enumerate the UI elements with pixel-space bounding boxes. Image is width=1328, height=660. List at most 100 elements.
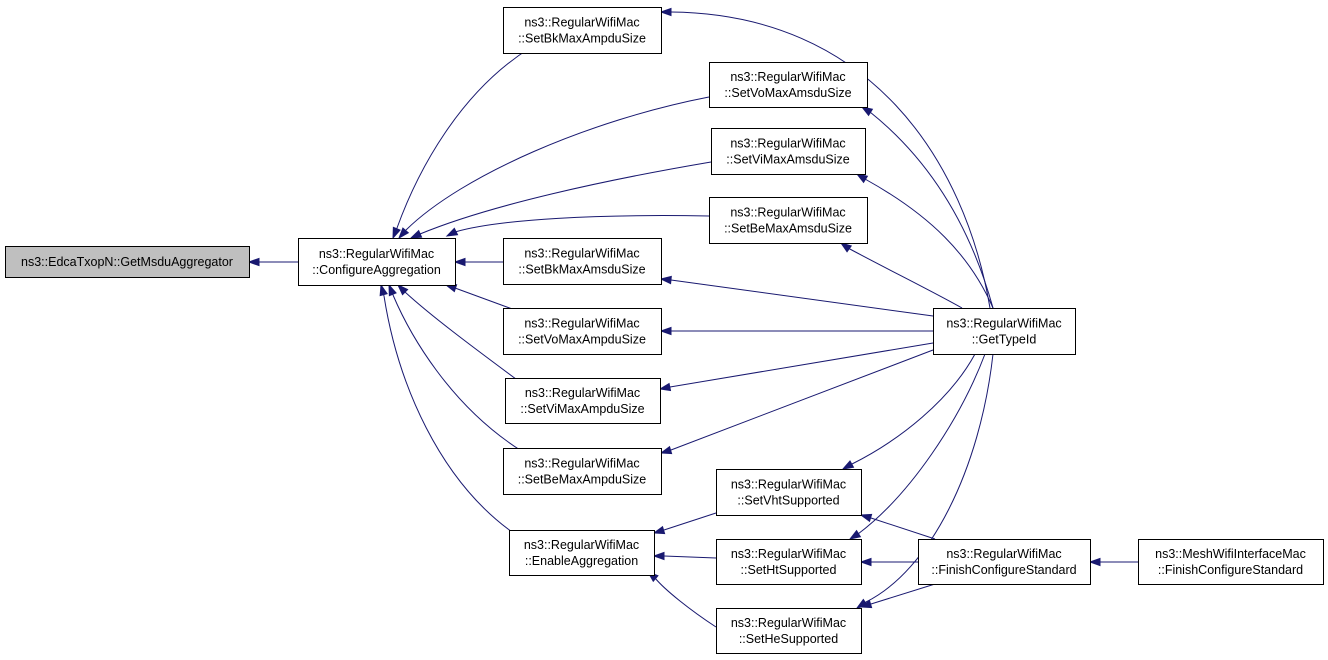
edge-line	[663, 512, 717, 531]
arrowhead-icon	[839, 242, 853, 253]
node-box	[716, 539, 862, 585]
node-setbeamsdu[interactable]: ns3::RegularWifiMac::SetBeMaxAmsduSize	[709, 197, 868, 244]
edge-gettypeid-to-setvoamsdu	[860, 106, 994, 309]
node-label-line: ns3::RegularWifiMac	[524, 457, 639, 471]
edge-setbkamsdu-to-configagg	[453, 257, 503, 267]
node-box	[716, 469, 862, 516]
edge-line	[405, 96, 710, 231]
node-finishcfg[interactable]: ns3::RegularWifiMac::FinishConfigureStan…	[918, 539, 1091, 585]
edge-line	[396, 47, 531, 229]
edges-layer	[247, 7, 1138, 628]
node-box	[1138, 539, 1324, 585]
node-label-line: ns3::RegularWifiMac	[730, 206, 845, 220]
edge-setvoamsdu-to-configagg	[398, 96, 710, 240]
node-setbkampdu[interactable]: ns3::RegularWifiMac::SetBkMaxAmpduSize	[503, 7, 662, 54]
node-label-line: ns3::RegularWifiMac	[525, 386, 640, 400]
edge-gettypeid-to-setbeampdu	[659, 349, 934, 455]
node-setvht[interactable]: ns3::RegularWifiMac::SetVhtSupported	[716, 469, 862, 516]
edge-sethe-to-enableagg	[646, 571, 717, 628]
edge-line	[864, 178, 994, 309]
edge-setbeampdu-to-configagg	[388, 283, 521, 451]
node-setviamsdu[interactable]: ns3::RegularWifiMac::SetViMaxAmsduSize	[711, 128, 866, 175]
node-box	[918, 539, 1091, 585]
edge-gettypeid-to-setvht	[841, 353, 976, 470]
edge-gettypeid-to-setbeamsdu	[839, 242, 963, 309]
node-label-line: ::ConfigureAggregation	[312, 263, 441, 277]
node-label-line: ::SetVoMaxAmsduSize	[724, 86, 851, 100]
arrowhead-icon	[398, 227, 410, 240]
node-label-line: ns3::RegularWifiMac	[319, 247, 434, 261]
arrowhead-icon	[848, 529, 862, 540]
arrowhead-icon	[659, 7, 672, 17]
node-setbkamsdu[interactable]: ns3::RegularWifiMac::SetBkMaxAmsduSize	[503, 238, 662, 285]
edge-line	[383, 295, 513, 533]
node-label-line: ns3::RegularWifiMac	[524, 317, 639, 331]
node-label-line: ::SetBeMaxAmsduSize	[724, 222, 852, 236]
edge-gettypeid-to-setht	[848, 353, 986, 540]
edge-line	[670, 11, 991, 309]
node-label-line: ns3::RegularWifiMac	[731, 616, 846, 630]
edge-line	[869, 111, 994, 309]
edge-line	[392, 294, 521, 451]
node-setvoamsdu[interactable]: ns3::RegularWifiMac::SetVoMaxAmsduSize	[709, 62, 868, 108]
arrowhead-icon	[841, 460, 855, 470]
edge-line	[404, 291, 521, 383]
node-box	[5, 246, 250, 278]
arrowhead-icon	[859, 557, 872, 567]
node-label-line: ::EnableAggregation	[525, 554, 638, 568]
edge-line	[419, 161, 712, 235]
node-meshfinish[interactable]: ns3::MeshWifiInterfaceMac::FinishConfigu…	[1138, 539, 1324, 585]
node-box	[933, 308, 1076, 355]
edge-line	[654, 577, 717, 628]
arrowhead-icon	[659, 445, 673, 455]
arrowhead-icon	[659, 326, 672, 336]
edge-gettypeid-to-setbkamsdu	[659, 275, 934, 317]
edge-gettypeid-to-setvoampdu	[659, 326, 933, 336]
edge-enableagg-to-configagg	[379, 283, 513, 533]
node-sethe[interactable]: ns3::RegularWifiMac::SetHeSupported	[716, 608, 862, 654]
node-label-line: ::FinishConfigureStandard	[1158, 563, 1303, 577]
edge-line	[670, 349, 934, 451]
node-configagg[interactable]: ns3::RegularWifiMac::ConfigureAggregatio…	[298, 238, 456, 286]
edge-setviamsdu-to-configagg	[409, 161, 712, 239]
node-box	[503, 308, 662, 355]
node-box	[503, 238, 662, 285]
arrowhead-icon	[392, 226, 401, 240]
edge-finishcfg-to-setvht	[859, 513, 936, 540]
edge-line	[454, 215, 710, 233]
node-box	[716, 608, 862, 654]
node-label-line: ns3::MeshWifiInterfaceMac	[1155, 547, 1306, 561]
node-label-line: ns3::RegularWifiMac	[946, 317, 1061, 331]
node-getmsdu: ns3::EdcaTxopN::GetMsduAggregator	[5, 246, 250, 278]
node-box	[709, 62, 868, 108]
edge-line	[663, 555, 717, 559]
node-label-line: ::SetHeSupported	[739, 632, 838, 646]
node-box	[709, 197, 868, 244]
node-setbeampdu[interactable]: ns3::RegularWifiMac::SetBeMaxAmpduSize	[503, 448, 662, 495]
arrowhead-icon	[860, 106, 874, 117]
edge-gettypeid-to-setviamsdu	[855, 173, 994, 309]
node-label-line: ::SetBeMaxAmpduSize	[518, 473, 647, 487]
node-label-line: ::SetVhtSupported	[737, 494, 839, 508]
node-box	[711, 128, 866, 175]
node-label-line: ns3::EdcaTxopN::GetMsduAggregator	[21, 255, 233, 269]
edge-gettypeid-to-setbkampdu	[659, 7, 991, 309]
edge-finishcfg-to-setht	[859, 557, 918, 567]
edge-setviampdu-to-configagg	[396, 283, 521, 383]
node-setvoampdu[interactable]: ns3::RegularWifiMac::SetVoMaxAmpduSize	[503, 308, 662, 355]
node-label-line: ::FinishConfigureStandard	[931, 563, 1076, 577]
node-label-line: ns3::RegularWifiMac	[524, 538, 639, 552]
node-setht[interactable]: ns3::RegularWifiMac::SetHtSupported	[716, 539, 862, 585]
node-setviampdu[interactable]: ns3::RegularWifiMac::SetViMaxAmpduSize	[505, 378, 661, 424]
arrowhead-icon	[658, 382, 672, 392]
node-label-line: ::SetBkMaxAmsduSize	[518, 263, 645, 277]
edge-setvht-to-enableagg	[652, 512, 717, 535]
node-gettypeid[interactable]: ns3::RegularWifiMac::GetTypeId	[933, 308, 1076, 355]
arrowhead-icon	[1088, 557, 1101, 567]
edge-line	[865, 353, 994, 603]
node-label-line: ::SetBkMaxAmpduSize	[518, 32, 646, 46]
node-enableagg[interactable]: ns3::RegularWifiMac::EnableAggregation	[509, 530, 655, 576]
node-label-line: ns3::RegularWifiMac	[731, 478, 846, 492]
node-label-line: ns3::RegularWifiMac	[731, 547, 846, 561]
